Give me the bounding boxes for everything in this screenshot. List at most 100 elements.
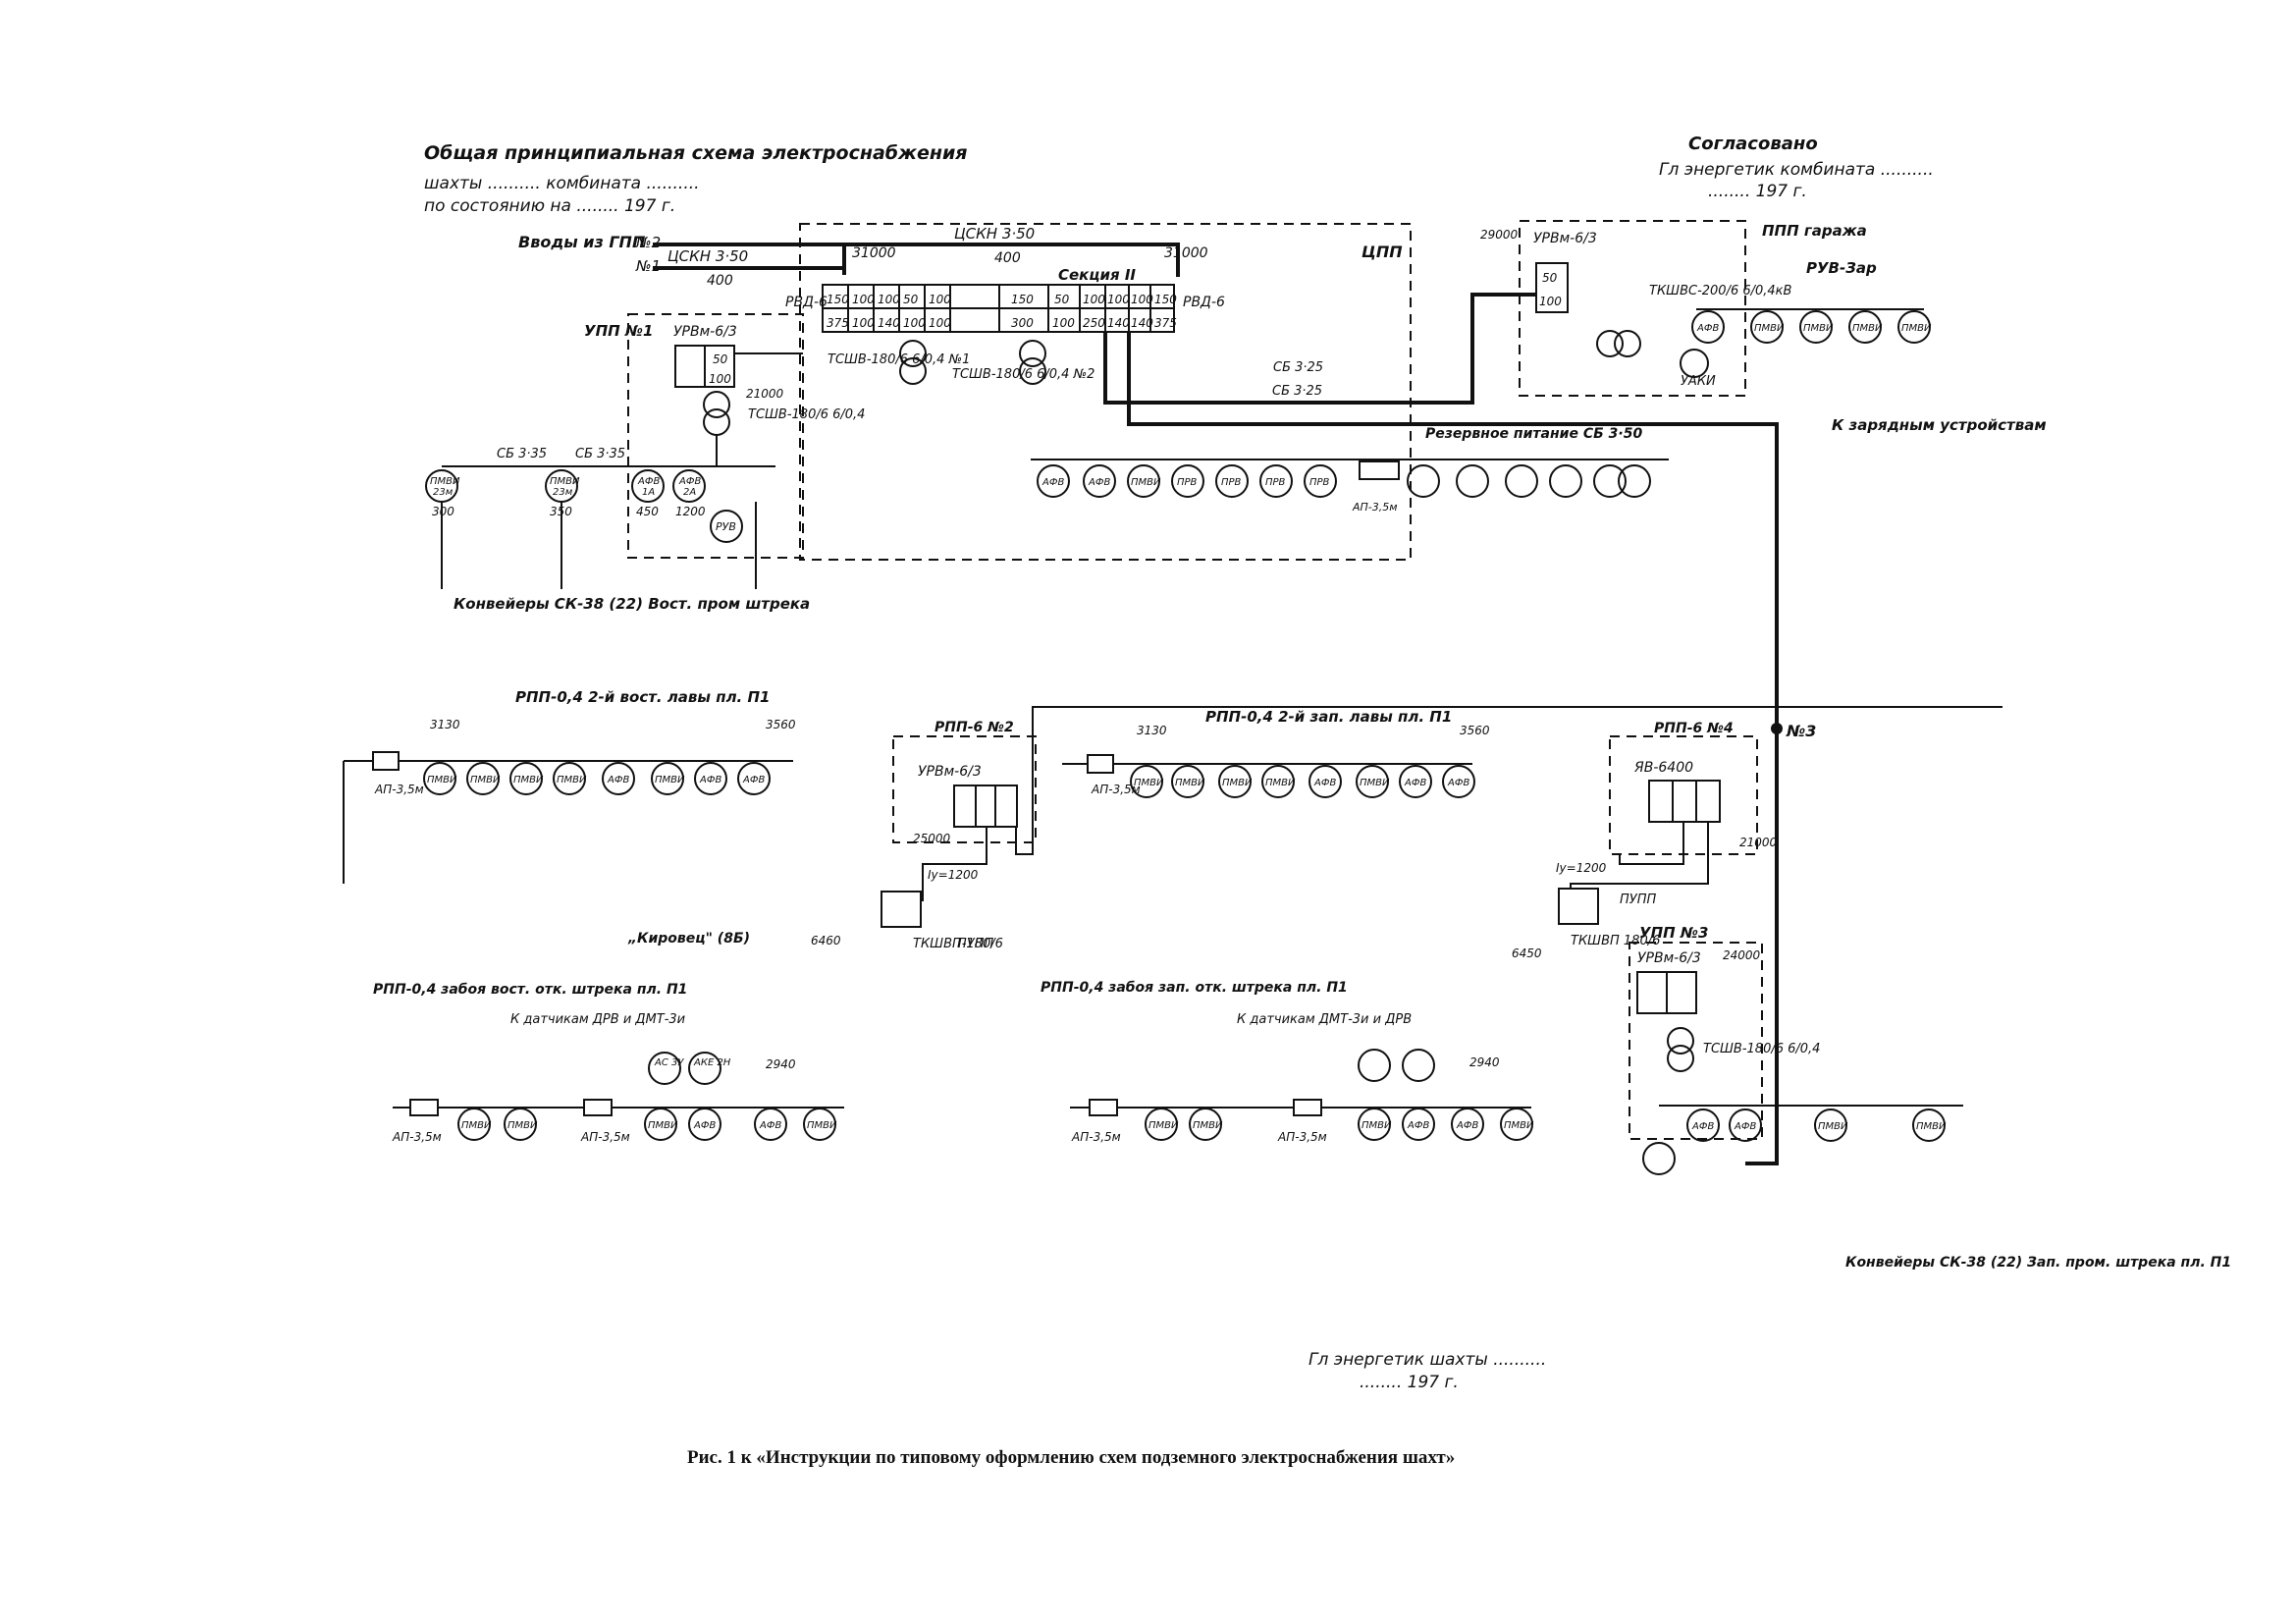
svg-text:ПРВ: ПРВ [1177,477,1198,488]
svg-text:ПРВ: ПРВ [1221,477,1242,488]
left-zaboy-label: РПП-0,4 забоя вост. отк. штрека пл. П1 [373,982,687,998]
inputs-label: Вводы из ГПП [518,233,646,251]
left-rpp-label: РПП-0,4 2-й вост. лавы пл. П1 [515,688,770,706]
svg-text:300: 300 [1011,316,1034,330]
svg-text:АФВ: АФВ [1734,1121,1756,1132]
svg-text:ПМВИ: ПМВИ [1148,1120,1179,1131]
upp3-conv: Конвейеры СК-38 (22) Зап. пром. штрека п… [1845,1255,2231,1271]
left-zaboy-ap: АП-3,5м [392,1130,442,1144]
svg-text:АФВ: АФВ [699,775,721,785]
right-zaboy-ap2: АП-3,5м [1277,1130,1327,1144]
svg-text:ПМВИ: ПМВИ [655,775,685,785]
right-zaboy-label: РПП-0,4 забоя зап. отк. штрека пл. П1 [1041,980,1348,996]
approval-line-2: Гл энергетик комбината .......... [1659,160,1934,180]
svg-text:ПМВИ: ПМВИ [1916,1121,1947,1132]
svg-text:100: 100 [1539,295,1562,308]
reserve-ap: АП-3,5м [1352,501,1398,514]
rpp4-marker: №3 [1786,722,1816,740]
svg-text:ПМВИ: ПМВИ [1134,778,1164,788]
svg-text:375: 375 [1154,316,1177,330]
svg-text:140: 140 [1107,316,1130,330]
svg-text:50: 50 [1542,271,1558,285]
svg-text:АФВ: АФВ [759,1120,781,1131]
svg-text:АФВ: АФВ [637,476,660,487]
upp3-device: УРВм-6/3 [1637,950,1701,966]
svg-text:100: 100 [929,293,951,306]
gpp-inputs: Вводы из ГПП №2 №1 ЦСКН 3·50 ЦСКН 3·50 4… [518,225,1180,289]
cpp-label: ЦПП [1362,243,1403,261]
svg-text:100: 100 [1083,293,1105,306]
svg-text:ПМВИ: ПМВИ [470,775,501,785]
svg-text:ПМВИ: ПМВИ [648,1120,678,1131]
svg-text:ПМВИ: ПМВИ [1504,1120,1534,1131]
svg-text:140: 140 [1131,316,1153,330]
svg-text:300: 300 [432,505,454,518]
garage-tr: ТКШВС-200/6 6/0,4кВ [1649,284,1792,298]
upp1-boundary [627,313,804,559]
left-cable-c4: СБ 3·35 [497,447,547,461]
section-2-label: Секция II [1058,266,1136,284]
svg-text:100: 100 [852,293,875,306]
svg-text:50: 50 [713,352,728,366]
svg-text:100: 100 [929,316,951,330]
svg-text:ПМВИ: ПМВИ [1362,1120,1392,1131]
kirovets-label: „Кировец" (8Б) [627,931,750,947]
svg-text:АФВ: АФВ [1407,1120,1429,1131]
svg-text:АФВ: АФВ [1696,323,1719,334]
right-tr-iy: Iу=1200 [1556,861,1607,875]
cable-c1: СБ 3·25 [1273,360,1323,375]
svg-text:100: 100 [878,293,900,306]
rvd-left: РВД-6 [785,295,828,310]
cable-c2: СБ 3·25 [1272,384,1322,399]
feeder-garage [1103,293,1536,405]
right-zaboy-ap: АП-3,5м [1071,1130,1121,1144]
svg-text:ПМВИ: ПМВИ [1818,1121,1848,1132]
signature-line-2: ........ 197 г. [1360,1373,1459,1392]
svg-text:ПМВИ: ПМВИ [507,1120,538,1131]
rpp6-2-sc2: 6460 [811,934,841,947]
rpp6-4-label: РПП-6 №4 [1654,721,1734,736]
ake-device: АКЕ 2Н [693,1057,731,1068]
svg-text:250: 250 [1083,316,1105,330]
svg-text:ПМВИ: ПМВИ [807,1120,837,1131]
input-number-1: №1 [635,257,661,275]
title-line-2: шахты .......... комбината .......... [424,174,700,193]
svg-text:АФВ: АФВ [1404,778,1426,788]
length-400b: 400 [994,250,1021,266]
svg-text:АФВ: АФВ [607,775,629,785]
svg-text:1200: 1200 [675,505,706,518]
svg-text:АФВ: АФВ [1313,778,1336,788]
upp3-tr: ТСШВ-180/6 6/0,4 [1703,1042,1820,1056]
svg-text:ПМВИ: ПМВИ [1901,323,1932,334]
sc-right: 31000 [1164,245,1208,261]
svg-text:150: 150 [1011,293,1034,306]
svg-text:ПМВИ: ПМВИ [1852,323,1883,334]
sc-left: 31000 [852,245,896,261]
svg-text:2А: 2А [683,487,696,498]
feeder-rpp4 [1127,332,1779,746]
signature-line-1: Гл энергетик шахты .......... [1308,1350,1546,1370]
svg-text:АФВ: АФВ [1088,477,1110,488]
tkshvp-right-label: ТКШВП 180/6 [1571,934,1660,948]
title-line-3: по состоянию на ........ 197 г. [424,196,675,216]
svg-text:140: 140 [878,316,900,330]
svg-text:АФВ: АФВ [1041,477,1064,488]
rpp6-2-iy: Iу=1200 [928,868,979,882]
feeder-upp3 [1745,746,1779,1165]
svg-text:ПМВИ: ПМВИ [1222,778,1253,788]
svg-text:ПМВИ: ПМВИ [557,775,587,785]
svg-text:ПМВИ: ПМВИ [427,775,457,785]
svg-text:50: 50 [903,293,919,306]
svg-text:ПМВИ: ПМВИ [1175,778,1205,788]
cable-top-label: ЦСКН 3·50 [954,225,1035,243]
input-cable-top [844,243,1180,277]
svg-text:РУВ: РУВ [716,520,736,533]
svg-text:АФВ: АФВ [1691,1121,1714,1132]
left-rpp-sc: 3130 [430,718,460,731]
